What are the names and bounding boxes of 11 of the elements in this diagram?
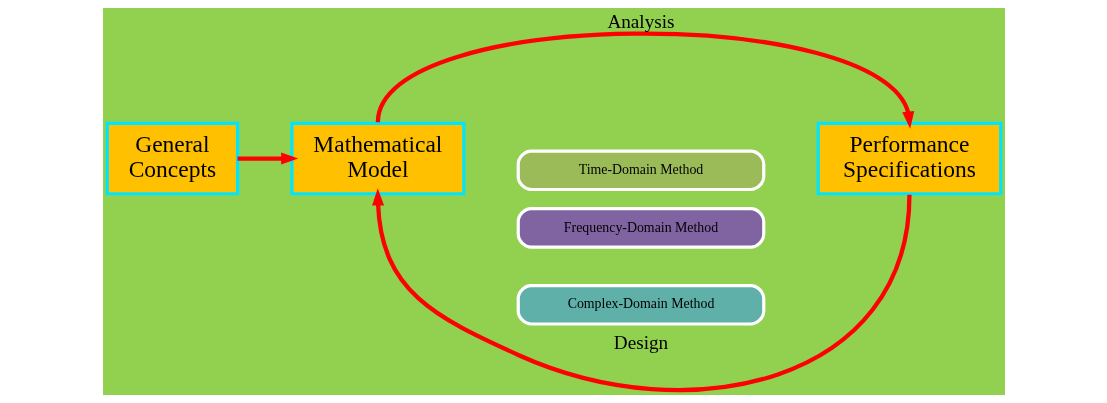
edge-label: Analysis [606,10,675,32]
node-box: Frequency-Domain Method [516,207,765,249]
edge-label: Design [613,331,668,353]
node-box: General Concepts [105,121,239,196]
arrow [371,188,912,392]
node-box: Performance Specifications [816,121,1002,196]
node-box: Complex-Domain Method [516,283,765,326]
node-box: Mathematical Model [289,121,465,196]
arrow [375,31,914,129]
arrow [237,152,298,165]
node-box: Time-Domain Method [516,149,765,192]
